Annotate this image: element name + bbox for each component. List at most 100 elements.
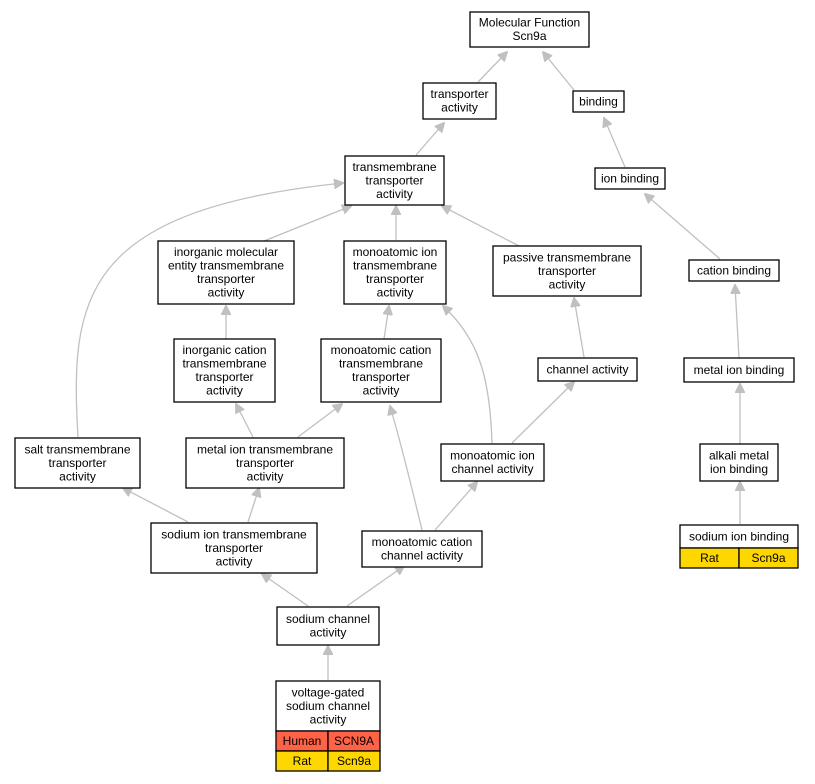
node-inorganic-cation-tta[interactable]: inorganic cationtransmembranetransporter… [173, 338, 276, 403]
nodes: Molecular FunctionScn9atransporteractivi… [14, 11, 799, 772]
edge-sodiumtta-to-metaliontta [247, 488, 259, 523]
node-label-line: transmembrane [353, 259, 437, 273]
node-label-line: ion binding [710, 462, 768, 476]
node-box [173, 338, 276, 403]
edges [75, 52, 740, 680]
node-label-line: transporter [352, 370, 410, 384]
gene-label: Scn9a [751, 551, 785, 565]
edge-monocation-to-monoion [384, 306, 389, 340]
node-label-line: metal ion binding [694, 363, 785, 377]
node-label-line: monoatomic cation [372, 535, 473, 549]
node-label-line: transporter [195, 370, 253, 384]
node-label-line: transporter [366, 272, 424, 286]
node-cation-binding[interactable]: cation binding [688, 259, 780, 282]
node-label-line: transporter [538, 264, 596, 278]
node-label-line: activity [310, 712, 347, 726]
edge-monocationchannel-to-monoionchannel [434, 482, 477, 531]
node-box [594, 167, 666, 190]
node-box [150, 522, 318, 574]
edge-passive-to-tta [442, 206, 520, 247]
node-label-line: activity [310, 626, 347, 640]
edge-binding-to-mf [543, 52, 575, 91]
node-label-line: activity [441, 101, 478, 115]
node-label-line: activity [208, 286, 245, 300]
edge-salt-to-tta [75, 183, 343, 438]
node-monoatomic-cation-tta[interactable]: monoatomic cationtransmembranetransporte… [320, 338, 442, 403]
node-label-line: channel activity [381, 549, 463, 563]
node-label-line: entity transmembrane [168, 259, 284, 273]
node-ion-binding[interactable]: ion binding [594, 167, 666, 190]
edge-sodiumchannel-to-monocationchannel [346, 566, 404, 607]
edge-metaliontta-to-inorgcation [236, 404, 254, 438]
node-metal-ion-binding[interactable]: metal ion binding [683, 357, 795, 383]
node-label-line: passive transmembrane [503, 250, 631, 264]
node-label-line: alkali metal [709, 449, 769, 463]
edge-channel-to-passive [574, 298, 585, 358]
node-label-line: monoatomic ion [450, 449, 535, 463]
node-label-line: channel activity [546, 362, 628, 376]
edge-inorg-to-tta [263, 206, 351, 242]
node-box [699, 443, 779, 482]
node-label-line: salt transmembrane [24, 442, 130, 456]
node-label-line: voltage-gated [292, 685, 365, 699]
edge-transporter-to-mf [477, 52, 507, 83]
node-label-line: transmembrane [352, 160, 436, 174]
species-label: Human [283, 734, 322, 748]
node-label-line: transporter [430, 87, 488, 101]
node-label-line: sodium ion binding [689, 529, 789, 543]
node-channel-activity[interactable]: channel activity [537, 357, 638, 382]
node-box [185, 437, 345, 489]
gene-label: Scn9a [337, 754, 371, 768]
node-label-line: transporter [205, 541, 263, 555]
node-label-line: metal ion transmembrane [197, 442, 333, 456]
node-label-line: activity [376, 187, 413, 201]
edge-metal-to-cation [735, 285, 739, 359]
node-label-line: Scn9a [512, 29, 546, 43]
node-label-line: cation binding [697, 263, 771, 277]
node-label-line: activity [59, 469, 96, 483]
edge-monocationchannel-to-monocation [390, 406, 423, 531]
node-box [422, 82, 497, 120]
node-box [683, 357, 795, 383]
node-label-line: activity [377, 286, 414, 300]
node-sodium-ion-tta[interactable]: sodium ion transmembranetransporteractiv… [150, 522, 318, 574]
node-metal-ion-tta[interactable]: metal ion transmembranetransporteractivi… [185, 437, 345, 489]
node-label-line: sodium channel [286, 612, 370, 626]
node-box [344, 155, 445, 206]
edge-monoionchannel-to-monoion [443, 306, 493, 444]
node-label-line: monoatomic ion [353, 245, 438, 259]
node-box [688, 259, 780, 282]
node-label-line: transmembrane [339, 357, 423, 371]
edge-cation-to-ionbinding [645, 194, 721, 260]
node-label-line: Molecular Function [479, 16, 580, 30]
node-box [157, 240, 295, 305]
node-label-line: channel activity [451, 462, 533, 476]
node-box [440, 443, 545, 482]
gene-cell [327, 750, 381, 772]
species-label: Rat [293, 754, 312, 768]
node-label-line: transmembrane [182, 357, 266, 371]
node-label-line: activity [216, 554, 253, 568]
edge-ionbinding-to-binding [604, 118, 626, 168]
edge-sodiumchannel-to-sodiumtta [262, 574, 309, 607]
node-binding[interactable]: binding [572, 90, 625, 113]
gene-label: SCN9A [334, 734, 374, 748]
node-box [361, 530, 483, 568]
gene-cell [738, 547, 799, 569]
edge-metaliontta-to-monocation [297, 404, 342, 438]
node-monoatomic-ion-tta[interactable]: monoatomic iontransmembranetransporterac… [343, 240, 447, 305]
node-box [537, 357, 638, 382]
